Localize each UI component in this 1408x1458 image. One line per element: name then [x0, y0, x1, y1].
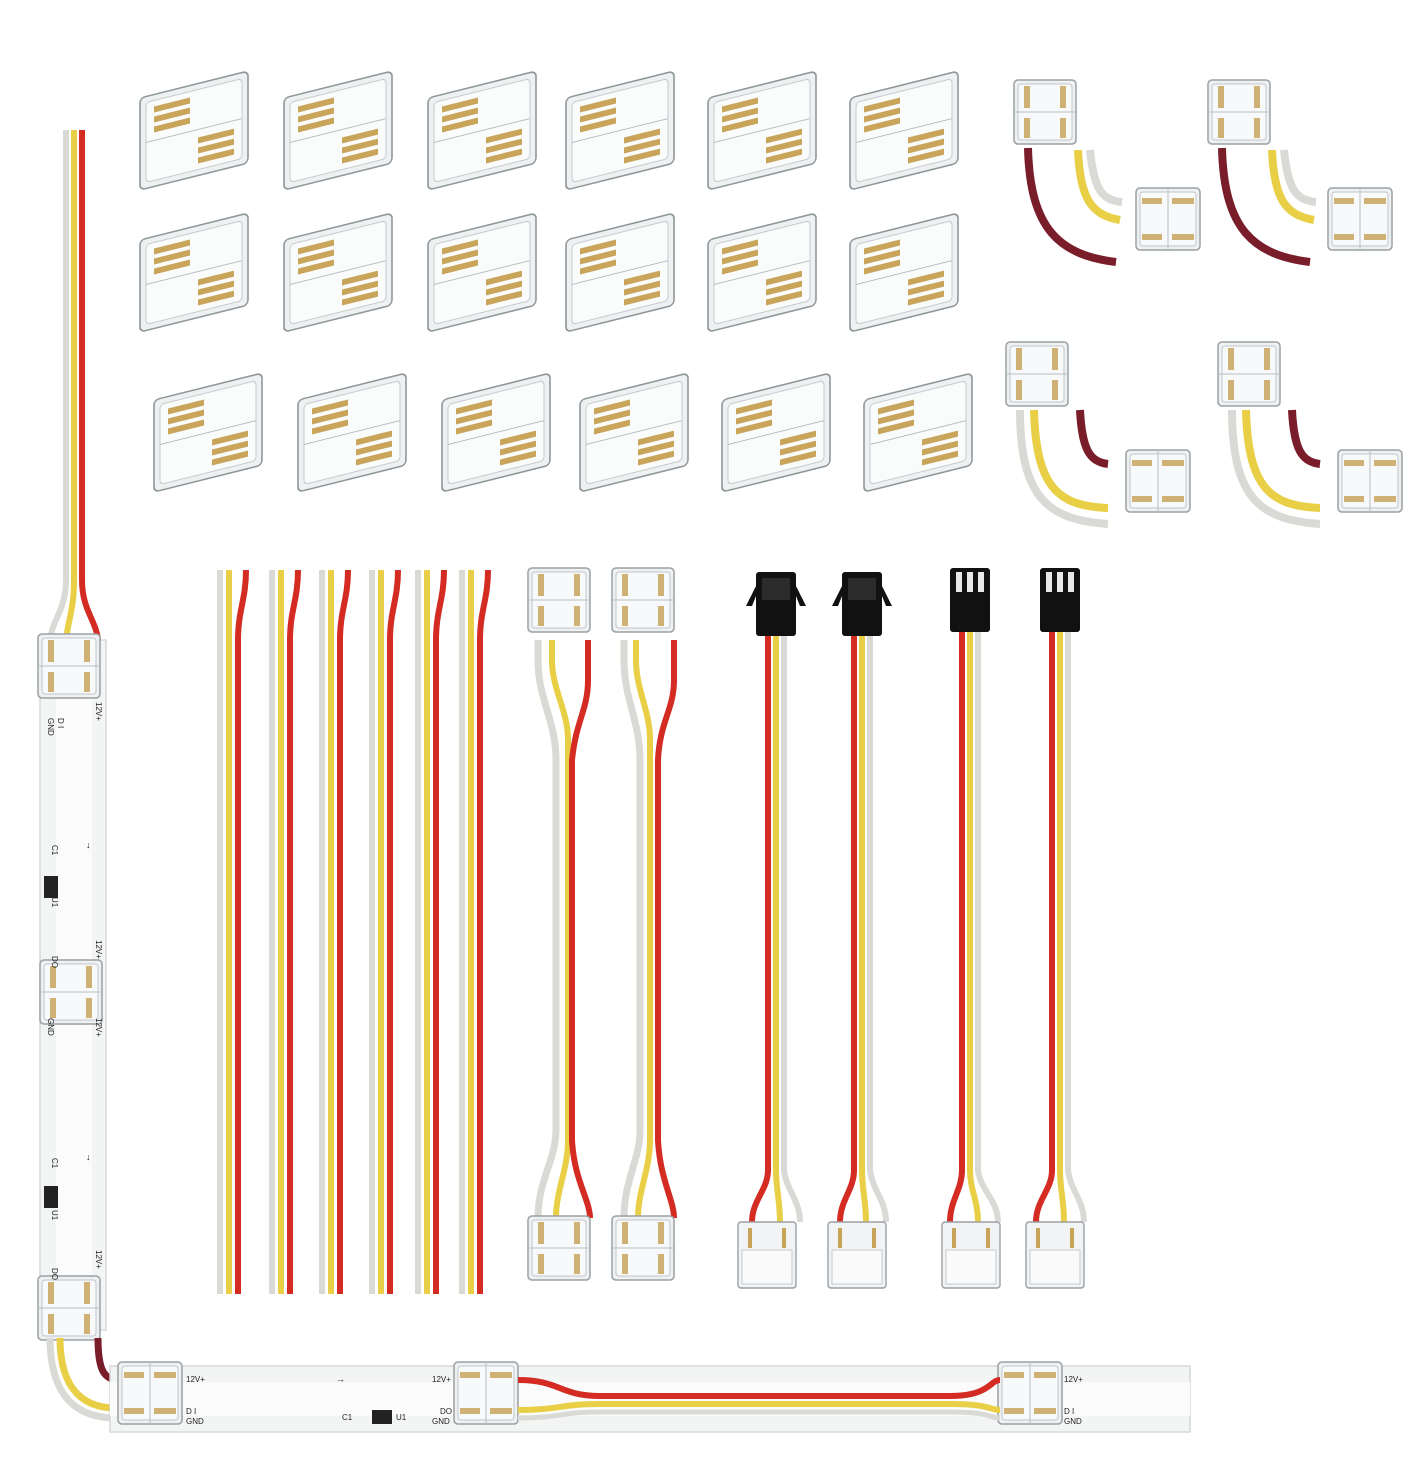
sm-plug-pigtail-1	[737, 572, 806, 1289]
ic-chip-icon	[372, 1410, 392, 1424]
strip-label-gnd-2: GND	[46, 1018, 55, 1036]
strip-label-gnd: GND	[46, 718, 55, 736]
loose-wire-bundles	[217, 569, 491, 1294]
direction-arrow-icon: ↓	[86, 840, 91, 850]
corner-connector-1	[1013, 79, 1201, 266]
loose-clip	[707, 70, 817, 191]
strip-label-c1: C1	[50, 845, 59, 856]
led-strip-vertical: GND D I 12V+ C1 U1 ↓ 12V+ DO GND 12V+ C1…	[37, 130, 107, 1341]
three-wire-cable	[369, 569, 401, 1294]
loose-clip	[579, 372, 689, 493]
strip-label-c1-2: C1	[50, 1158, 59, 1169]
three-wire-cable	[268, 569, 301, 1294]
corner-wire-bottom-left	[46, 1337, 117, 1422]
loose-clip	[849, 70, 959, 191]
loose-clip	[849, 212, 959, 333]
corner-connector-2	[1207, 79, 1393, 266]
loose-clip	[139, 70, 249, 191]
loose-clip	[153, 372, 263, 493]
strip-label-u1-2: U1	[50, 1210, 59, 1221]
three-wire-cable	[217, 569, 249, 1294]
strip-label-12v-3: 12V+	[94, 1018, 103, 1037]
led-strip-horizontal: 12V+ D I GND → C1 U1 12V+ DO GND 12V+ D …	[109, 1361, 1191, 1433]
strip-label-di-h1: D I	[186, 1407, 196, 1416]
strip-label-do-2: DO	[50, 1268, 59, 1280]
ic-chip-icon	[44, 1186, 58, 1208]
loose-clip	[721, 372, 831, 493]
strip-label-do: DO	[50, 956, 59, 968]
clip-jumper-1	[527, 567, 593, 1281]
ic-chip-icon	[44, 876, 58, 898]
strip-label-12v-4: 12V+	[94, 1250, 103, 1269]
corner-connector-4	[1217, 341, 1403, 528]
loose-clip	[565, 70, 675, 191]
loose-connector-clips	[139, 70, 973, 493]
loose-clip	[283, 70, 393, 191]
strip-label-12v-h2: 12V+	[432, 1375, 451, 1384]
direction-arrow-icon: ↓	[86, 1152, 91, 1162]
sm-receptacle-pigtail-2	[1025, 568, 1087, 1289]
strip-label-u1-h: U1	[396, 1413, 407, 1422]
loose-clip	[283, 212, 393, 333]
strip-label-u1: U1	[50, 897, 59, 908]
strip-label-12v-h3: 12V+	[1064, 1375, 1083, 1384]
corner-connector-3	[1005, 341, 1191, 528]
strip-label-12v-h1: 12V+	[186, 1375, 205, 1384]
loose-clip	[565, 212, 675, 333]
strip-label-gnd-h3: GND	[1064, 1417, 1082, 1426]
three-wire-cable	[318, 569, 351, 1294]
clip-jumper-2	[611, 567, 677, 1281]
strip-label-12v-2: 12V+	[94, 940, 103, 959]
strip-label-di: D I	[56, 718, 65, 728]
loose-clip	[863, 372, 973, 493]
strip-label-gnd-h1: GND	[186, 1417, 204, 1426]
loose-clip	[427, 70, 537, 191]
loose-clip	[297, 372, 407, 493]
loose-clip	[427, 212, 537, 333]
strip-label-12v: 12V+	[94, 702, 103, 721]
loose-clip	[707, 212, 817, 333]
strip-label-c1-h: C1	[342, 1413, 353, 1422]
strip-label-di-h2: D I	[1064, 1407, 1074, 1416]
loose-clip	[441, 372, 551, 493]
sm-plug-pigtail-2	[827, 572, 892, 1289]
loose-clip	[139, 212, 249, 333]
sm-receptacle-pigtail-1	[941, 568, 1001, 1289]
strip-label-do-h: DO	[440, 1407, 452, 1416]
strip-label-gnd-h2: GND	[432, 1417, 450, 1426]
three-wire-cable	[458, 569, 491, 1294]
direction-arrow-icon: →	[336, 1374, 345, 1384]
three-wire-cable	[414, 569, 447, 1294]
